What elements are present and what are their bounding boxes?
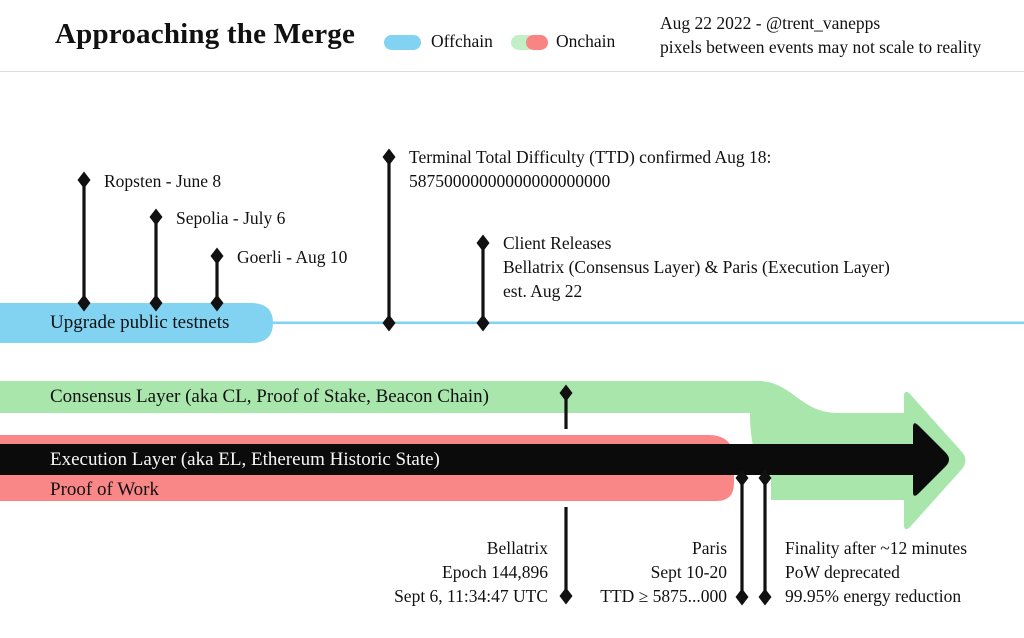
marker-bellatrix-bottom-diamond — [559, 587, 573, 605]
consensus-band-label: Consensus Layer (aka CL, Proof of Stake,… — [50, 385, 490, 407]
client-line-1: Client Releases — [503, 233, 612, 253]
client-line-2: Bellatrix (Consensus Layer) & Paris (Exe… — [503, 257, 890, 277]
paris-line-2: Sept 10-20 — [650, 562, 727, 582]
pow-band-label: Proof of Work — [50, 478, 159, 500]
testnets-band — [0, 303, 273, 343]
event-ttd-label: Terminal Total Difficulty (TTD) confirme… — [409, 145, 771, 193]
milestone-bellatrix: Bellatrix Epoch 144,896 Sept 6, 11:34:47… — [394, 536, 548, 608]
event-client-releases-label: Client Releases Bellatrix (Consensus Lay… — [503, 231, 890, 303]
bellatrix-line-1: Bellatrix — [486, 538, 548, 558]
milestone-finality: Finality after ~12 minutes PoW deprecate… — [785, 536, 967, 608]
byline-note: pixels between events may not scale to r… — [660, 37, 982, 57]
legend-offchain-swatch — [384, 35, 421, 50]
testnets-band-label: Upgrade public testnets — [50, 312, 230, 333]
client-line-3: est. Aug 22 — [503, 281, 583, 301]
execution-band-arrow — [0, 423, 949, 496]
finality-line-3: 99.95% energy reduction — [785, 586, 962, 606]
legend-onchain-red-half — [526, 35, 548, 50]
finality-line-1: Finality after ~12 minutes — [785, 538, 968, 558]
finality-line-2: PoW deprecated — [785, 562, 900, 582]
legend-onchain-swatch — [511, 35, 548, 50]
bellatrix-line-3: Sept 6, 11:34:47 UTC — [394, 586, 548, 606]
byline-author: Aug 22 2022 - @trent_vanepps — [660, 13, 881, 33]
ttd-line-1: Terminal Total Difficulty (TTD) confirme… — [409, 147, 772, 167]
execution-band-label: Execution Layer (aka EL, Ethereum Histor… — [50, 448, 440, 470]
paris-line-1: Paris — [692, 538, 727, 558]
ttd-line-2: 58750000000000000000000 — [409, 171, 611, 191]
bellatrix-line-2: Epoch 144,896 — [442, 562, 548, 582]
event-ropsten-label: Ropsten - June 8 — [104, 171, 222, 191]
header-bar: Approaching the Merge Offchain Onchain A… — [0, 0, 1024, 72]
paris-line-3: TTD ≥ 5875...000 — [600, 586, 727, 606]
page-title: Approaching the Merge — [55, 18, 356, 50]
byline: Aug 22 2022 - @trent_vanepps pixels betw… — [660, 11, 981, 59]
offchain-timeline-line — [268, 321, 1024, 325]
milestone-paris: Paris Sept 10-20 TTD ≥ 5875...000 — [600, 536, 727, 608]
legend-offchain-label: Offchain — [431, 31, 493, 51]
event-goerli-label: Goerli - Aug 10 — [237, 247, 348, 267]
legend-onchain-label: Onchain — [556, 31, 616, 51]
event-sepolia-label: Sepolia - July 6 — [176, 208, 286, 228]
